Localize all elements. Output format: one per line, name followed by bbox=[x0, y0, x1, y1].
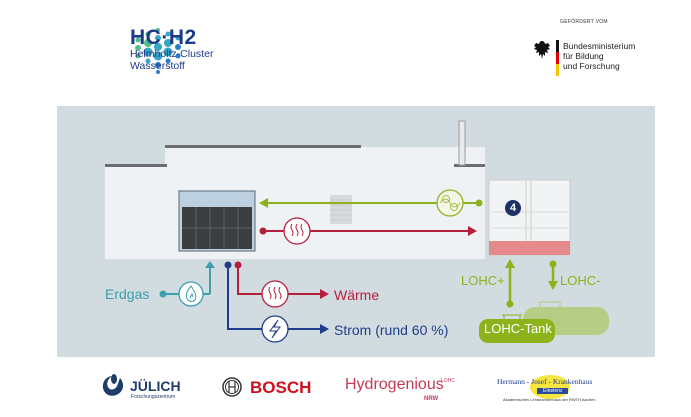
logo-dot bbox=[175, 44, 181, 50]
julich-logo-mark bbox=[102, 374, 124, 396]
hc-h2-logo-subtitle: Helmholtz-Cluster bbox=[130, 48, 214, 60]
roof-right bbox=[454, 164, 485, 167]
logo-dot bbox=[135, 37, 141, 43]
bmbf-kicker: GEFÖRDERT VOM bbox=[560, 19, 608, 25]
logo-dot bbox=[156, 70, 160, 74]
hydrogenious-logo-name: Hydrogenious bbox=[345, 376, 444, 393]
bmbf-name-line-2: für Bildung bbox=[563, 51, 604, 61]
logo-dot bbox=[144, 39, 152, 47]
logo-dot bbox=[135, 53, 141, 59]
hydrogenious-logo-sub: NRW bbox=[424, 396, 439, 402]
federal-eagle-icon bbox=[534, 41, 550, 59]
heat-waves-icon bbox=[283, 217, 311, 245]
lohc-tank-front bbox=[479, 314, 555, 343]
logo-dot bbox=[165, 58, 171, 64]
heat-flow-arrow bbox=[259, 217, 477, 245]
electricity-output-flow bbox=[227, 265, 329, 343]
hjk-logo-tag: Erkelenz bbox=[537, 388, 569, 394]
lohc-minus-arrow bbox=[548, 260, 558, 290]
logo-dot bbox=[175, 53, 181, 59]
hydrogen-arrowhead bbox=[259, 198, 268, 208]
logo-dot bbox=[153, 51, 163, 61]
fuel-cell-unit bbox=[178, 190, 256, 252]
hydrogenious-logo-sup: LOHC bbox=[441, 378, 455, 384]
hc-h2-logo-title: HC·H2 bbox=[130, 26, 197, 49]
hjk-logo-subtitle: Akademisches Lehrkrankenhaus der RWTH Aa… bbox=[503, 397, 596, 402]
logo-dot bbox=[145, 31, 151, 37]
bosch-logo-name: BOSCH bbox=[250, 378, 312, 397]
flame-icon bbox=[178, 281, 204, 307]
container-number-badge: 4 bbox=[505, 200, 521, 216]
hjk-logo-name: Hermann - Josef - Krankenhaus bbox=[497, 377, 593, 386]
building-left-wing bbox=[105, 166, 165, 259]
logo-dot bbox=[155, 35, 161, 41]
lohc-tank-label: LOHC-Tank bbox=[484, 321, 552, 336]
chimney bbox=[458, 120, 466, 166]
bmbf-name-line-1: Bundesministerium bbox=[563, 41, 636, 51]
electricity-output-label: Strom (rund 60 %) bbox=[334, 322, 449, 338]
heat-arrowhead bbox=[468, 226, 477, 236]
logo-dot bbox=[143, 47, 153, 57]
lightning-icon bbox=[261, 315, 289, 343]
logo-dot bbox=[135, 45, 141, 51]
logo-dot bbox=[154, 43, 162, 51]
lohc-container bbox=[488, 179, 571, 256]
logo-dot bbox=[145, 58, 151, 64]
logo-dot bbox=[165, 31, 171, 37]
lohc-plus-label: LOHC+ bbox=[461, 273, 505, 288]
logo-dot bbox=[156, 28, 160, 32]
natural-gas-input bbox=[159, 261, 215, 307]
lohc-minus-label: LOHC- bbox=[560, 273, 601, 288]
container-base bbox=[489, 241, 570, 255]
logo-dot bbox=[175, 35, 181, 41]
natural-gas-label: Erdgas bbox=[105, 286, 150, 302]
roof-main bbox=[165, 145, 361, 148]
roof-left bbox=[105, 164, 167, 167]
logo-dot bbox=[163, 47, 173, 57]
hydrogen-flow-arrow bbox=[259, 189, 483, 217]
julich-logo-name: JÜLICH bbox=[130, 378, 181, 394]
german-flag-bar bbox=[556, 40, 559, 76]
bosch-logo-mark bbox=[222, 377, 242, 397]
heat-waves-icon bbox=[261, 280, 289, 308]
hc-h2-logo-mark bbox=[135, 28, 181, 74]
heat-output-flow bbox=[237, 265, 329, 308]
hc-h2-logo-subtitle-2: Wasserstoff bbox=[130, 60, 185, 72]
heat-output-label: Wärme bbox=[334, 287, 380, 303]
logo-dot bbox=[155, 62, 161, 68]
julich-logo-subtitle: Forschungszentrum bbox=[131, 394, 176, 400]
logo-dot bbox=[164, 39, 172, 47]
bmbf-name-line-3: und Forschung bbox=[563, 61, 620, 71]
lohc-plus-arrow bbox=[505, 259, 515, 308]
